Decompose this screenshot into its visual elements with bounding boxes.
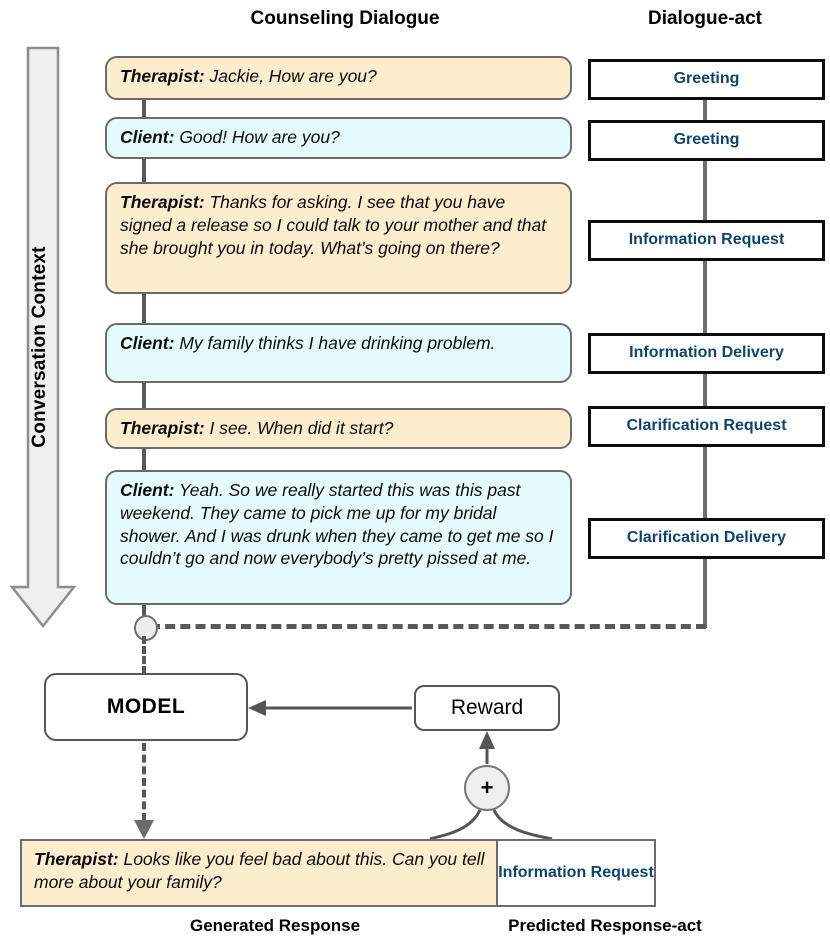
- response-speaker-label: Therapist:: [34, 849, 119, 869]
- predicted-response-act-caption: Predicted Response-act: [508, 916, 702, 935]
- conversation-context-arrow: Conversation Context: [10, 46, 76, 628]
- model-box[interactable]: MODEL: [44, 673, 248, 741]
- dialogue-bubble-therapist-1[interactable]: Therapist: Jackie, How are you?: [105, 56, 572, 100]
- dialogue-bubble-client-3[interactable]: Client: Yeah. So we really started this …: [105, 470, 572, 605]
- utterance-text-6: Yeah. So we really started this was this…: [120, 480, 554, 569]
- dialogue-act-box-2[interactable]: Greeting: [588, 120, 825, 161]
- generated-response-strip[interactable]: Therapist: Looks like you feel bad about…: [20, 839, 656, 907]
- bubble-connector-2: [142, 158, 146, 186]
- bubble-connector-4: [142, 380, 146, 410]
- response-utterance-text: Looks like you feel bad about this. Can …: [34, 849, 485, 892]
- plus-combine-node: +: [464, 765, 510, 811]
- dialogue-bubble-client-2[interactable]: Client: My family thinks I have drinking…: [105, 323, 572, 383]
- speaker-label-2: Client:: [120, 127, 175, 147]
- utterance-text-2: Good! How are you?: [174, 127, 340, 147]
- act-connector-1: [703, 100, 707, 120]
- utterance-text-5: I see. When did it start?: [204, 418, 394, 438]
- generated-response-caption: Generated Response: [189, 916, 361, 935]
- generated-response-text: Therapist: Looks like you feel bad about…: [22, 841, 496, 905]
- counseling-dialogue-title: Counseling Dialogue: [250, 8, 440, 29]
- act-connector-4: [703, 373, 707, 406]
- utterance-text-3: Thanks for asking. I see that you have s…: [120, 192, 547, 258]
- speaker-label-1: Therapist:: [120, 66, 205, 86]
- predicted-response-act-box[interactable]: Information Request: [496, 841, 654, 905]
- dialogue-act-box-5[interactable]: Clarification Request: [588, 406, 825, 447]
- dialogue-bubble-therapist-2[interactable]: Therapist: Thanks for asking. I see that…: [105, 182, 572, 294]
- bubble-connector-1: [142, 98, 146, 128]
- model-input-dashed-arrow: [142, 636, 146, 674]
- act-connector-3: [703, 261, 707, 333]
- speaker-label-6: Client:: [120, 480, 175, 500]
- context-dashed-link: [150, 624, 706, 629]
- speaker-label-5: Therapist:: [120, 418, 205, 438]
- dialogue-act-title: Dialogue-act: [647, 8, 763, 29]
- dialogue-act-box-3[interactable]: Information Request: [588, 220, 825, 261]
- act-connector-2: [703, 160, 707, 221]
- context-junction-node: [134, 615, 158, 641]
- dialogue-act-box-1[interactable]: Greeting: [588, 59, 825, 100]
- dialogue-bubble-client-1[interactable]: Client: Good! How are you?: [105, 117, 572, 159]
- act-connector-6: [703, 556, 707, 628]
- model-output-dashed-arrow: [142, 743, 146, 821]
- dialogue-act-box-4[interactable]: Information Delivery: [588, 333, 825, 374]
- reward-box[interactable]: Reward: [414, 685, 560, 731]
- speaker-label-3: Therapist:: [120, 192, 205, 212]
- bubble-connector-3: [142, 292, 146, 325]
- act-connector-5: [703, 446, 707, 518]
- dialogue-act-box-6[interactable]: Clarification Delivery: [588, 518, 825, 559]
- utterance-text-4: My family thinks I have drinking problem…: [174, 333, 496, 353]
- speaker-label-4: Client:: [120, 333, 175, 353]
- dialogue-bubble-therapist-3[interactable]: Therapist: I see. When did it start?: [105, 408, 572, 449]
- conversation-context-label: Conversation Context: [29, 246, 50, 448]
- bubble-connector-5: [142, 446, 146, 474]
- utterance-text-1: Jackie, How are you?: [204, 66, 377, 86]
